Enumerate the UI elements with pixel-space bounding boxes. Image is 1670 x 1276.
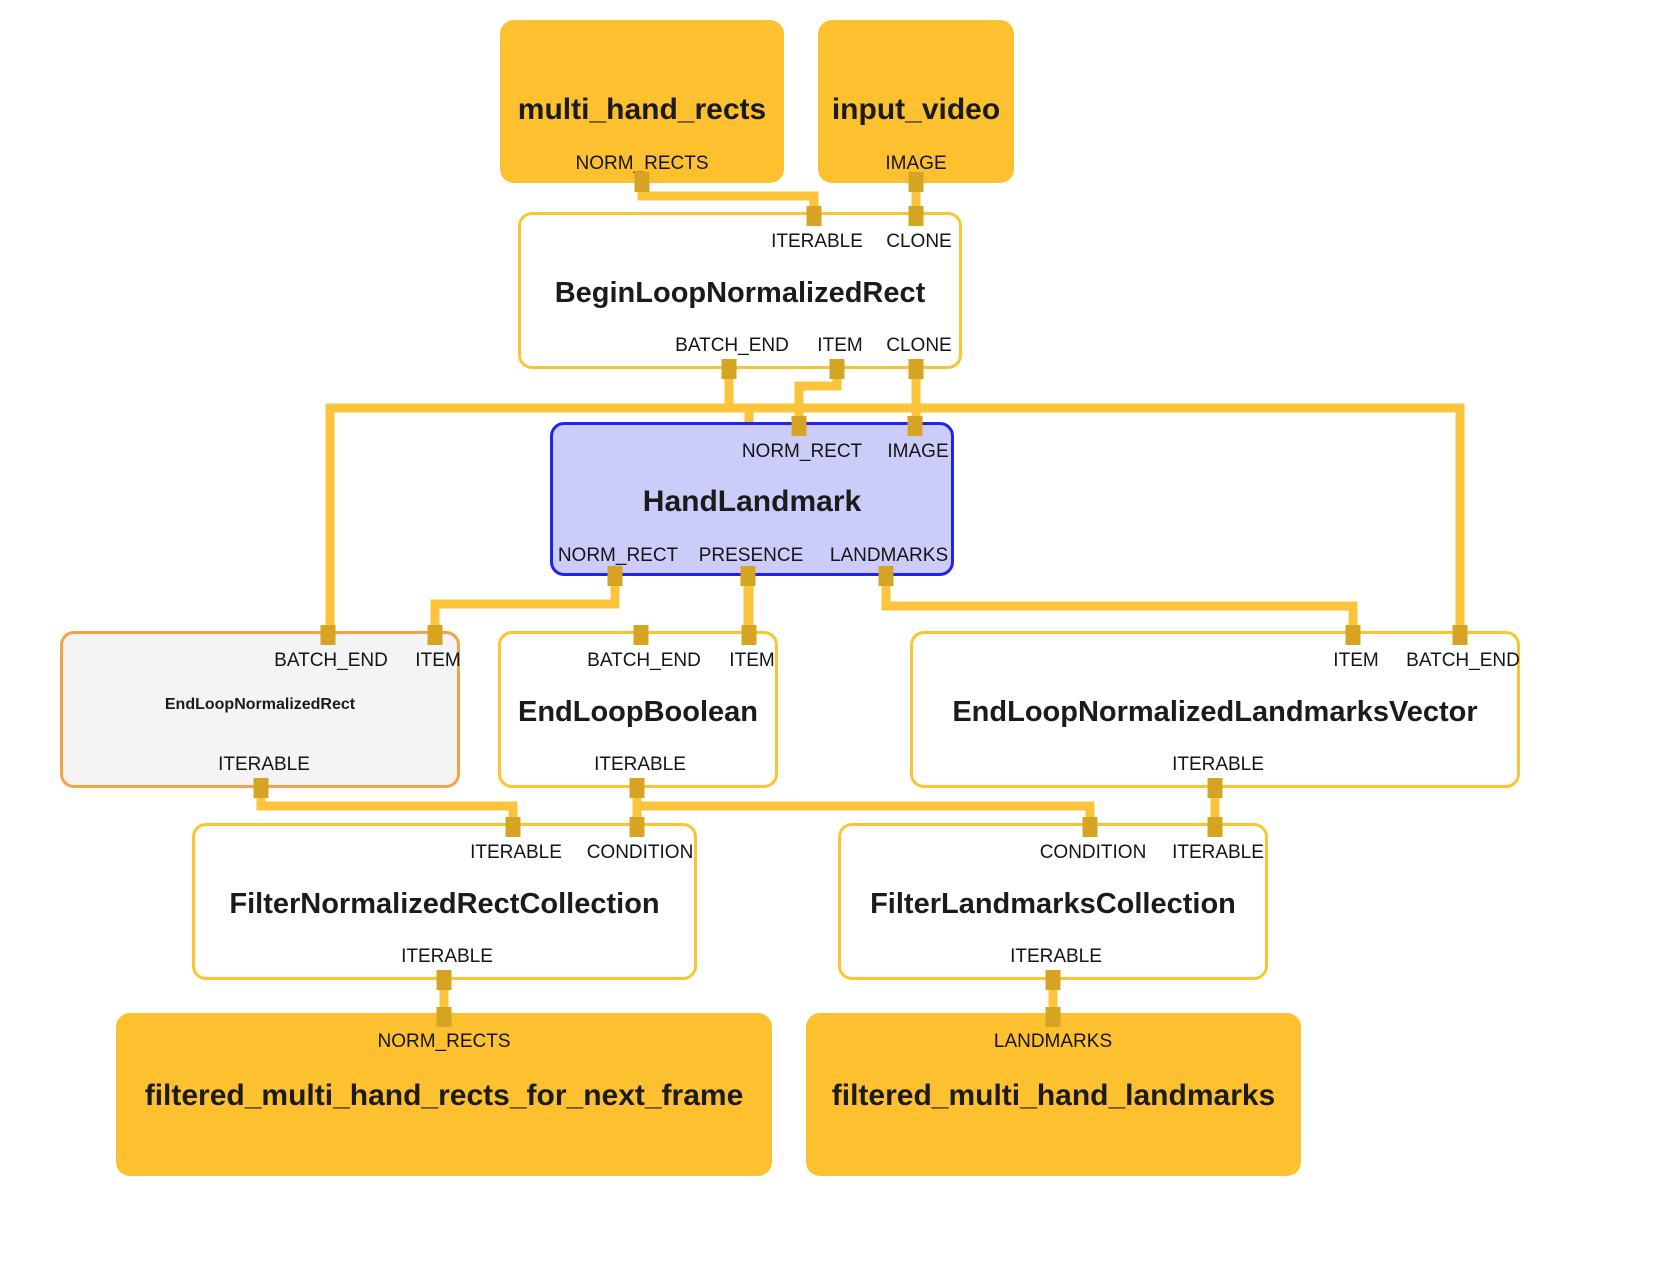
connector-endloopvector-iterable bbox=[1207, 778, 1223, 798]
connector-filterlandmarks-iterable-out bbox=[1045, 970, 1061, 990]
port-label-iterable-out: ITERABLE bbox=[1010, 946, 1102, 967]
calculator-node-beginloopnormalizedrect[interactable]: BeginLoopNormalizedRect ITERABLE CLONE B… bbox=[518, 212, 962, 369]
port-label-image-in: IMAGE bbox=[887, 441, 949, 462]
connector-beginloop-clone-in bbox=[908, 206, 924, 226]
connector-endlooprect-batch-end bbox=[320, 625, 336, 645]
connector-filterrect-iterable-in bbox=[505, 817, 521, 837]
port-label-norm-rect-out: NORM_RECT bbox=[557, 545, 679, 566]
port-label-iterable: ITERABLE bbox=[218, 754, 310, 775]
calculator-node-endloopnormalizedrect[interactable]: EndLoopNormalizedRect BATCH_END ITEM ITE… bbox=[60, 631, 461, 788]
stream-node-multi-hand-rects[interactable]: multi_hand_rects NORM_RECTS bbox=[500, 20, 784, 183]
connector-beginloop-iterable bbox=[806, 206, 822, 226]
connector-multi-hand-rects-norm-rects bbox=[634, 172, 650, 192]
port-label-item: ITEM bbox=[415, 650, 461, 671]
port-label-batch-end: BATCH_END bbox=[1406, 650, 1520, 671]
port-label-batch-end: BATCH_END bbox=[274, 650, 388, 671]
connector-handlandmark-presence bbox=[740, 566, 756, 586]
connector-endloopvector-batch-end bbox=[1452, 625, 1468, 645]
port-label-item: ITEM bbox=[729, 650, 775, 671]
node-title: multi_hand_rects bbox=[517, 93, 767, 126]
port-label-item: ITEM bbox=[1333, 650, 1379, 671]
port-label-item: ITEM bbox=[817, 335, 863, 356]
connector-endloopboolean-item bbox=[741, 625, 757, 645]
connector-filterrect-condition bbox=[629, 817, 645, 837]
connector-endlooprect-iterable bbox=[253, 778, 269, 798]
connector-endloopboolean-batch-end bbox=[633, 625, 649, 645]
port-label-condition: CONDITION bbox=[586, 842, 694, 863]
node-title: filtered_multi_hand_landmarks bbox=[831, 1079, 1276, 1112]
connector-beginloop-item bbox=[829, 359, 845, 379]
port-label-norm-rects: NORM_RECTS bbox=[377, 1031, 511, 1052]
connector-filterlandmarks-iterable-in bbox=[1207, 817, 1223, 837]
node-title: BeginLoopNormalizedRect bbox=[554, 277, 926, 309]
calculator-node-filternormalizedrectcollection[interactable]: FilterNormalizedRectCollection ITERABLE … bbox=[192, 823, 697, 980]
port-label-iterable-out: ITERABLE bbox=[401, 946, 493, 967]
connector-handlandmark-landmarks bbox=[878, 566, 894, 586]
port-label-iterable-in: ITERABLE bbox=[1172, 842, 1264, 863]
connector-filterlandmarks-condition bbox=[1082, 817, 1098, 837]
connector-handlandmark-norm-rect-out bbox=[607, 566, 623, 586]
port-label-clone-in: CLONE bbox=[886, 231, 952, 252]
connector-endlooprect-item bbox=[427, 625, 443, 645]
port-label-clone-out: CLONE bbox=[886, 335, 952, 356]
connector-endloopboolean-iterable bbox=[629, 778, 645, 798]
port-label-landmarks: LANDMARKS bbox=[993, 1031, 1113, 1052]
calculator-node-endloopboolean[interactable]: EndLoopBoolean BATCH_END ITEM ITERABLE bbox=[498, 631, 778, 788]
port-label-iterable-in: ITERABLE bbox=[470, 842, 562, 863]
stream-node-filtered-multi-hand-rects-for-next-frame[interactable]: filtered_multi_hand_rects_for_next_frame… bbox=[116, 1013, 772, 1176]
node-title: HandLandmark bbox=[642, 485, 862, 518]
connector-handlandmark-norm-rect-in bbox=[791, 416, 807, 436]
port-label-iterable: ITERABLE bbox=[771, 231, 863, 252]
connector-filtered-landmarks-landmarks bbox=[1045, 1007, 1061, 1027]
calculator-node-filterlandmarkscollection[interactable]: FilterLandmarksCollection CONDITION ITER… bbox=[838, 823, 1268, 980]
node-title: input_video bbox=[831, 93, 1001, 126]
connector-filtered-rects-norm-rects bbox=[436, 1007, 452, 1027]
stream-node-filtered-multi-hand-landmarks[interactable]: filtered_multi_hand_landmarks LANDMARKS bbox=[806, 1013, 1301, 1176]
connector-beginloop-clone-out bbox=[908, 359, 924, 379]
connector-endloopvector-item bbox=[1345, 625, 1361, 645]
port-label-condition: CONDITION bbox=[1039, 842, 1147, 863]
stream-node-input-video[interactable]: input_video IMAGE bbox=[818, 20, 1014, 183]
node-title: FilterNormalizedRectCollection bbox=[229, 888, 660, 920]
node-title: EndLoopBoolean bbox=[517, 696, 759, 728]
port-label-batch-end: BATCH_END bbox=[675, 335, 789, 356]
port-label-iterable: ITERABLE bbox=[1172, 754, 1264, 775]
port-label-image: IMAGE bbox=[885, 153, 947, 174]
connector-handlandmark-image-in bbox=[907, 416, 923, 436]
port-label-landmarks: LANDMARKS bbox=[829, 545, 949, 566]
node-title: filtered_multi_hand_rects_for_next_frame bbox=[144, 1079, 744, 1112]
node-title: FilterLandmarksCollection bbox=[870, 888, 1236, 920]
port-label-presence: PRESENCE bbox=[698, 545, 804, 566]
connector-input-video-image bbox=[908, 172, 924, 192]
connector-beginloop-batch-end bbox=[721, 359, 737, 379]
calculator-node-endloopnormalizedlandmarksvector[interactable]: EndLoopNormalizedLandmarksVector ITEM BA… bbox=[910, 631, 1520, 788]
port-label-norm-rect-in: NORM_RECT bbox=[741, 441, 863, 462]
calculator-node-handlandmark[interactable]: HandLandmark NORM_RECT IMAGE NORM_RECT P… bbox=[550, 422, 954, 576]
port-label-iterable: ITERABLE bbox=[594, 754, 686, 775]
node-title: EndLoopNormalizedRect bbox=[164, 696, 356, 713]
port-label-norm-rects: NORM_RECTS bbox=[575, 153, 709, 174]
node-title: EndLoopNormalizedLandmarksVector bbox=[952, 696, 1478, 728]
connector-filterrect-iterable-out bbox=[436, 970, 452, 990]
port-label-batch-end: BATCH_END bbox=[587, 650, 701, 671]
